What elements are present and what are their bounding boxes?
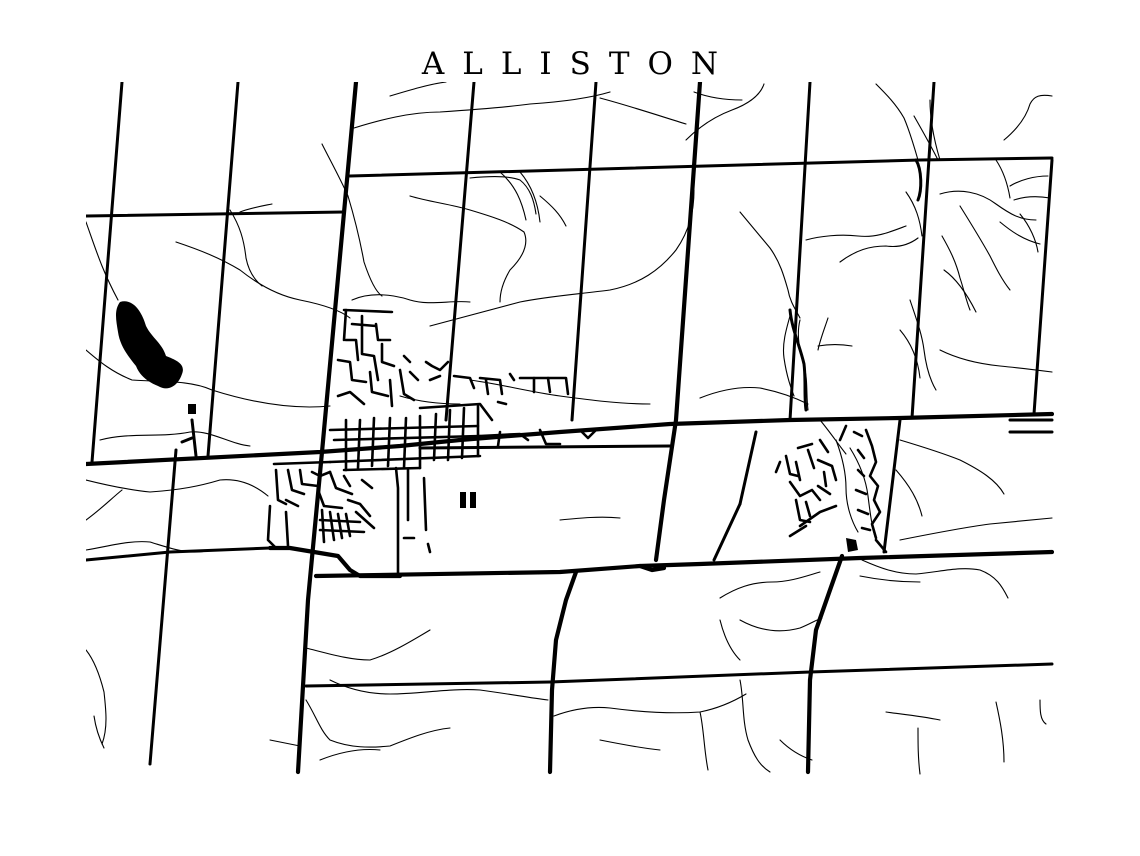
map-canvas: [86, 82, 1054, 776]
town-streets-layer: [266, 308, 888, 578]
roads-minor-layer: [86, 82, 1054, 766]
rivers-layer: [86, 82, 1053, 775]
highway-89: [86, 411, 1054, 467]
pond: [116, 301, 183, 389]
map-title: ALLISTON: [421, 46, 737, 82]
map-svg: [86, 82, 1054, 775]
pond-small: [188, 404, 196, 414]
water-layer: [116, 301, 858, 552]
pond-south-a: [460, 492, 466, 508]
pond-south-b: [470, 492, 476, 508]
pond-east: [846, 538, 858, 552]
